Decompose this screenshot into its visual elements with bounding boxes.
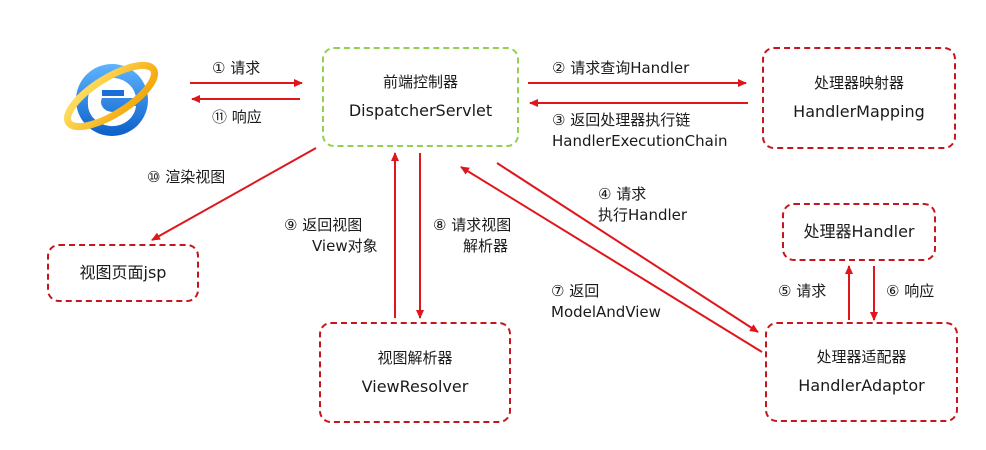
label-step-4-line2: 执行Handler bbox=[598, 206, 688, 224]
arrow-10-render-view bbox=[151, 147, 317, 241]
label-step-7-line1: ⑦ 返回 bbox=[551, 282, 600, 300]
internet-explorer-icon bbox=[56, 44, 166, 149]
view-resolver-cn: 视图解析器 bbox=[377, 348, 453, 367]
label-step-3-line2: HandlerExecutionChain bbox=[552, 132, 728, 150]
label-step-10: ⑩ 渲染视图 bbox=[147, 168, 226, 186]
label-step-5: ⑤ 请求 bbox=[778, 282, 827, 300]
view-page-box: 视图页面jsp bbox=[47, 244, 199, 302]
label-step-8-line1: ⑧ 请求视图 bbox=[433, 216, 512, 234]
label-step-9-line1: ⑨ 返回视图 bbox=[284, 216, 363, 234]
label-step-7-line2: ModelAndView bbox=[551, 303, 661, 321]
handler-adaptor-box: 处理器适配器 HandlerAdaptor bbox=[765, 322, 958, 422]
handler-adaptor-cn: 处理器适配器 bbox=[816, 348, 907, 366]
label-step-1: ① 请求 bbox=[212, 59, 261, 77]
view-resolver-en: ViewResolver bbox=[361, 376, 469, 396]
handler-mapping-en: HandlerMapping bbox=[793, 102, 925, 121]
dispatcher-servlet-en: DispatcherServlet bbox=[348, 101, 493, 120]
arrow-7-return-modelandview bbox=[460, 166, 763, 353]
handler-mapping-box: 处理器映射器 HandlerMapping bbox=[762, 47, 956, 149]
label-step-8-line2: 解析器 bbox=[463, 237, 509, 255]
view-page-cn: 视图页面jsp bbox=[79, 263, 167, 282]
handler-cn: 处理器Handler bbox=[803, 222, 915, 241]
handler-mapping-cn: 处理器映射器 bbox=[813, 74, 904, 92]
label-step-6: ⑥ 响应 bbox=[886, 282, 935, 300]
label-step-9-line2: View对象 bbox=[312, 237, 378, 255]
arrow-4-execute-handler bbox=[496, 162, 759, 333]
label-step-3-line1: ③ 返回处理器执行链 bbox=[552, 111, 691, 129]
view-resolver-box: 视图解析器 ViewResolver bbox=[319, 322, 511, 423]
dispatcher-servlet-box: 前端控制器 DispatcherServlet bbox=[322, 47, 519, 147]
label-step-2: ② 请求查询Handler bbox=[552, 59, 690, 77]
label-step-4-line1: ④ 请求 bbox=[598, 185, 647, 203]
handler-adaptor-en: HandlerAdaptor bbox=[798, 376, 925, 395]
handler-box: 处理器Handler bbox=[782, 203, 936, 261]
label-step-11: ⑪ 响应 bbox=[212, 108, 262, 126]
dispatcher-servlet-cn: 前端控制器 bbox=[382, 73, 458, 91]
